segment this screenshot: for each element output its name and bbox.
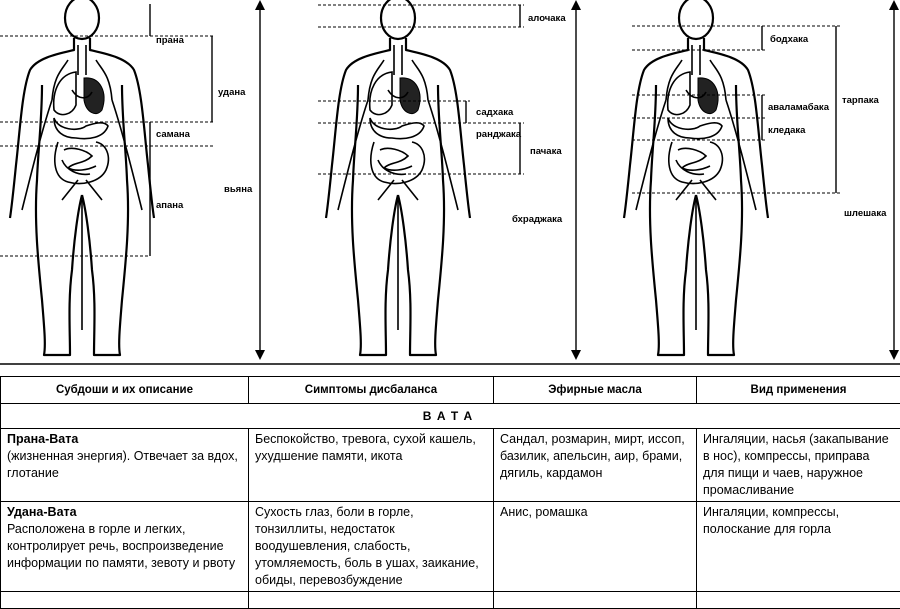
header-usage: Вид применения bbox=[697, 377, 900, 404]
section-row: ВАТА bbox=[1, 404, 900, 429]
subdosha-title: Удана-Вата bbox=[7, 504, 242, 521]
label-shleshaka: шлешака bbox=[844, 208, 887, 219]
subdosha-cell: Удана-Вата Расположена в горле и легких,… bbox=[1, 502, 249, 592]
table-row bbox=[1, 592, 900, 609]
table-row: Прана-Вата (жизненная энергия). Отвечает… bbox=[1, 429, 900, 502]
table-row: Удана-Вата Расположена в горле и легких,… bbox=[1, 502, 900, 592]
subdosha-table: Субдоши и их описание Симптомы дисбаланс… bbox=[0, 376, 900, 609]
label-bhrajaka: бхраджака bbox=[512, 214, 563, 225]
empty-cell bbox=[249, 592, 494, 609]
empty-cell bbox=[697, 592, 900, 609]
header-subdoshas: Субдоши и их описание bbox=[1, 377, 249, 404]
label-bodhaka: бодхака bbox=[770, 34, 809, 45]
label-kledaka: кледака bbox=[768, 125, 806, 136]
subdosha-title: Прана-Вата bbox=[7, 431, 242, 448]
label-avalambaka: аваламабака bbox=[768, 102, 830, 113]
label-pachaka: пачака bbox=[530, 146, 562, 157]
figure-right: бодхака тарпака аваламабака кледака шлеш… bbox=[624, 0, 899, 360]
label-udana: удана bbox=[218, 87, 246, 98]
oils-cell: Анис, ромашка bbox=[494, 502, 697, 592]
label-prana: прана bbox=[156, 35, 185, 46]
body-diagrams: прана удана самана апана вьяна алочака с… bbox=[0, 0, 900, 372]
empty-cell bbox=[1, 592, 249, 609]
label-apana: апана bbox=[156, 200, 184, 211]
label-ranjaka: ранджака bbox=[476, 129, 522, 140]
usage-cell: Ингаляции, насья (закапывание в нос), ко… bbox=[697, 429, 900, 502]
subdosha-description: (жизненная энергия). Отвечает за вдох, г… bbox=[7, 448, 242, 482]
symptoms-cell: Сухость глаз, боли в горле, тонзиллиты, … bbox=[249, 502, 494, 592]
header-oils: Эфирные масла bbox=[494, 377, 697, 404]
label-tarpaka: тарпака bbox=[842, 95, 880, 106]
label-sadhaka: садхака bbox=[476, 107, 514, 118]
label-vyana: вьяна bbox=[224, 184, 253, 195]
figure-middle: алочака садхака ранджака пачака бхраджак… bbox=[318, 0, 581, 360]
empty-cell bbox=[494, 592, 697, 609]
usage-cell: Ингаляции, компрессы, полоскание для гор… bbox=[697, 502, 900, 592]
section-title: ВАТА bbox=[1, 404, 900, 429]
subdosha-cell: Прана-Вата (жизненная энергия). Отвечает… bbox=[1, 429, 249, 502]
figure-left: прана удана самана апана вьяна bbox=[0, 0, 265, 360]
label-samana: самана bbox=[156, 129, 191, 140]
table-header-row: Субдоши и их описание Симптомы дисбаланс… bbox=[1, 377, 900, 404]
oils-cell: Сандал, розмарин, мирт, иссоп, базилик, … bbox=[494, 429, 697, 502]
header-symptoms: Симптомы дисбаланса bbox=[249, 377, 494, 404]
label-alochaka: алочака bbox=[528, 13, 566, 24]
subdosha-description: Расположена в горле и легких, контролиру… bbox=[7, 521, 242, 572]
symptoms-cell: Беспокойство, тревога, сухой кашель, уху… bbox=[249, 429, 494, 502]
